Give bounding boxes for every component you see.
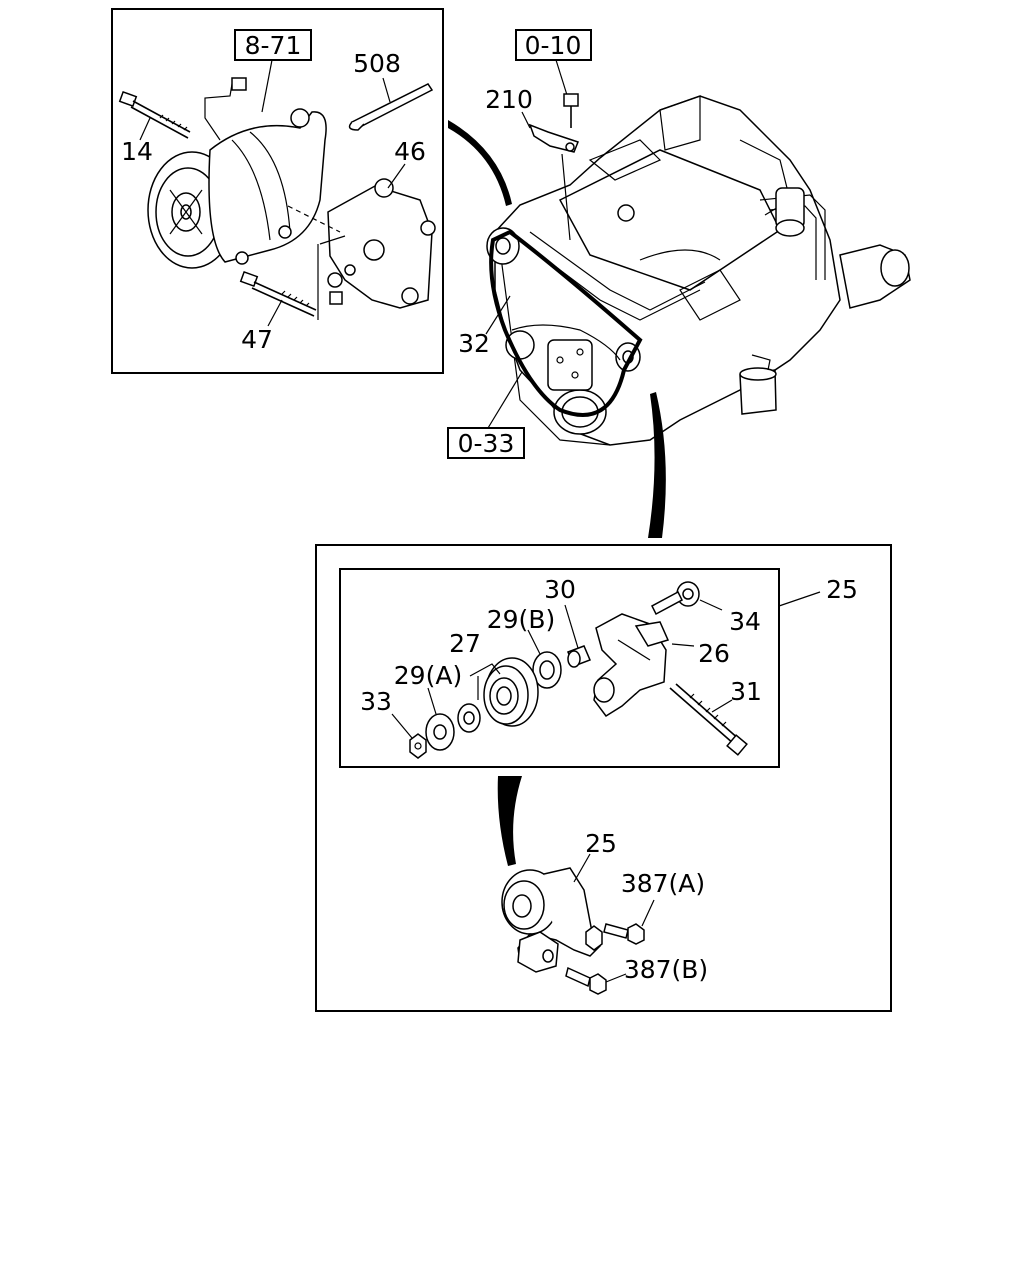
tensioner-exploded-frame (339, 568, 780, 768)
bolt-31 (669, 683, 748, 756)
nut-33 (409, 733, 427, 759)
callout-387b: 387(B) (624, 955, 708, 984)
leader-arrow-tensioner (648, 392, 666, 538)
callout-25-bottom: 25 (585, 829, 617, 858)
callout-387a: 387(A) (621, 869, 705, 898)
bolt-387b (565, 966, 607, 995)
leader-arrow-assembly (497, 776, 522, 866)
tensioner-frame (315, 544, 892, 1012)
tensioner-arm-26 (593, 613, 670, 718)
callout-30: 30 (544, 575, 576, 604)
cable-tie-508 (348, 83, 434, 131)
callout-29b: 29(B) (487, 605, 555, 634)
compressor-inset-frame (111, 8, 444, 374)
clip-210 (528, 123, 579, 241)
engine-assembly (486, 95, 911, 446)
ref-box-0-10[interactable]: 0-10 (515, 29, 592, 61)
callout-33: 33 (360, 687, 392, 716)
pulley-27 (483, 657, 539, 727)
callout-31: 31 (730, 677, 762, 706)
ref-label-0-33: 0-33 (458, 429, 515, 458)
bracket-46 (319, 178, 436, 309)
compressor-assembly (147, 77, 327, 269)
callout-47: 47 (241, 325, 273, 354)
callout-27: 27 (449, 629, 481, 658)
bearing-29b (532, 651, 562, 689)
callout-32: 32 (458, 329, 490, 358)
bolt-0-10 (563, 93, 579, 128)
tensioner-assembly-25 (501, 867, 603, 973)
callout-26: 26 (698, 639, 730, 668)
callout-508: 508 (353, 49, 401, 78)
callout-46: 46 (394, 137, 426, 166)
callout-29a: 29(A) (394, 661, 462, 690)
bolt-387a (603, 923, 645, 945)
bolt-14 (118, 90, 191, 139)
callout-25-top: 25 (826, 575, 858, 604)
leader-arrow-compressor (448, 120, 512, 206)
bearing-29a-inner (457, 703, 481, 733)
ref-label-0-10: 0-10 (525, 31, 582, 60)
washer-29a (425, 713, 455, 751)
bushing-30 (567, 645, 591, 668)
callout-210: 210 (485, 85, 533, 114)
ref-box-8-71[interactable]: 8-71 (234, 29, 312, 61)
callout-14: 14 (121, 137, 153, 166)
callout-34: 34 (729, 607, 761, 636)
ref-label-8-71: 8-71 (245, 31, 302, 60)
bolt-34 (651, 581, 700, 616)
ref-box-0-33[interactable]: 0-33 (447, 427, 525, 459)
bolt-47 (239, 270, 317, 317)
